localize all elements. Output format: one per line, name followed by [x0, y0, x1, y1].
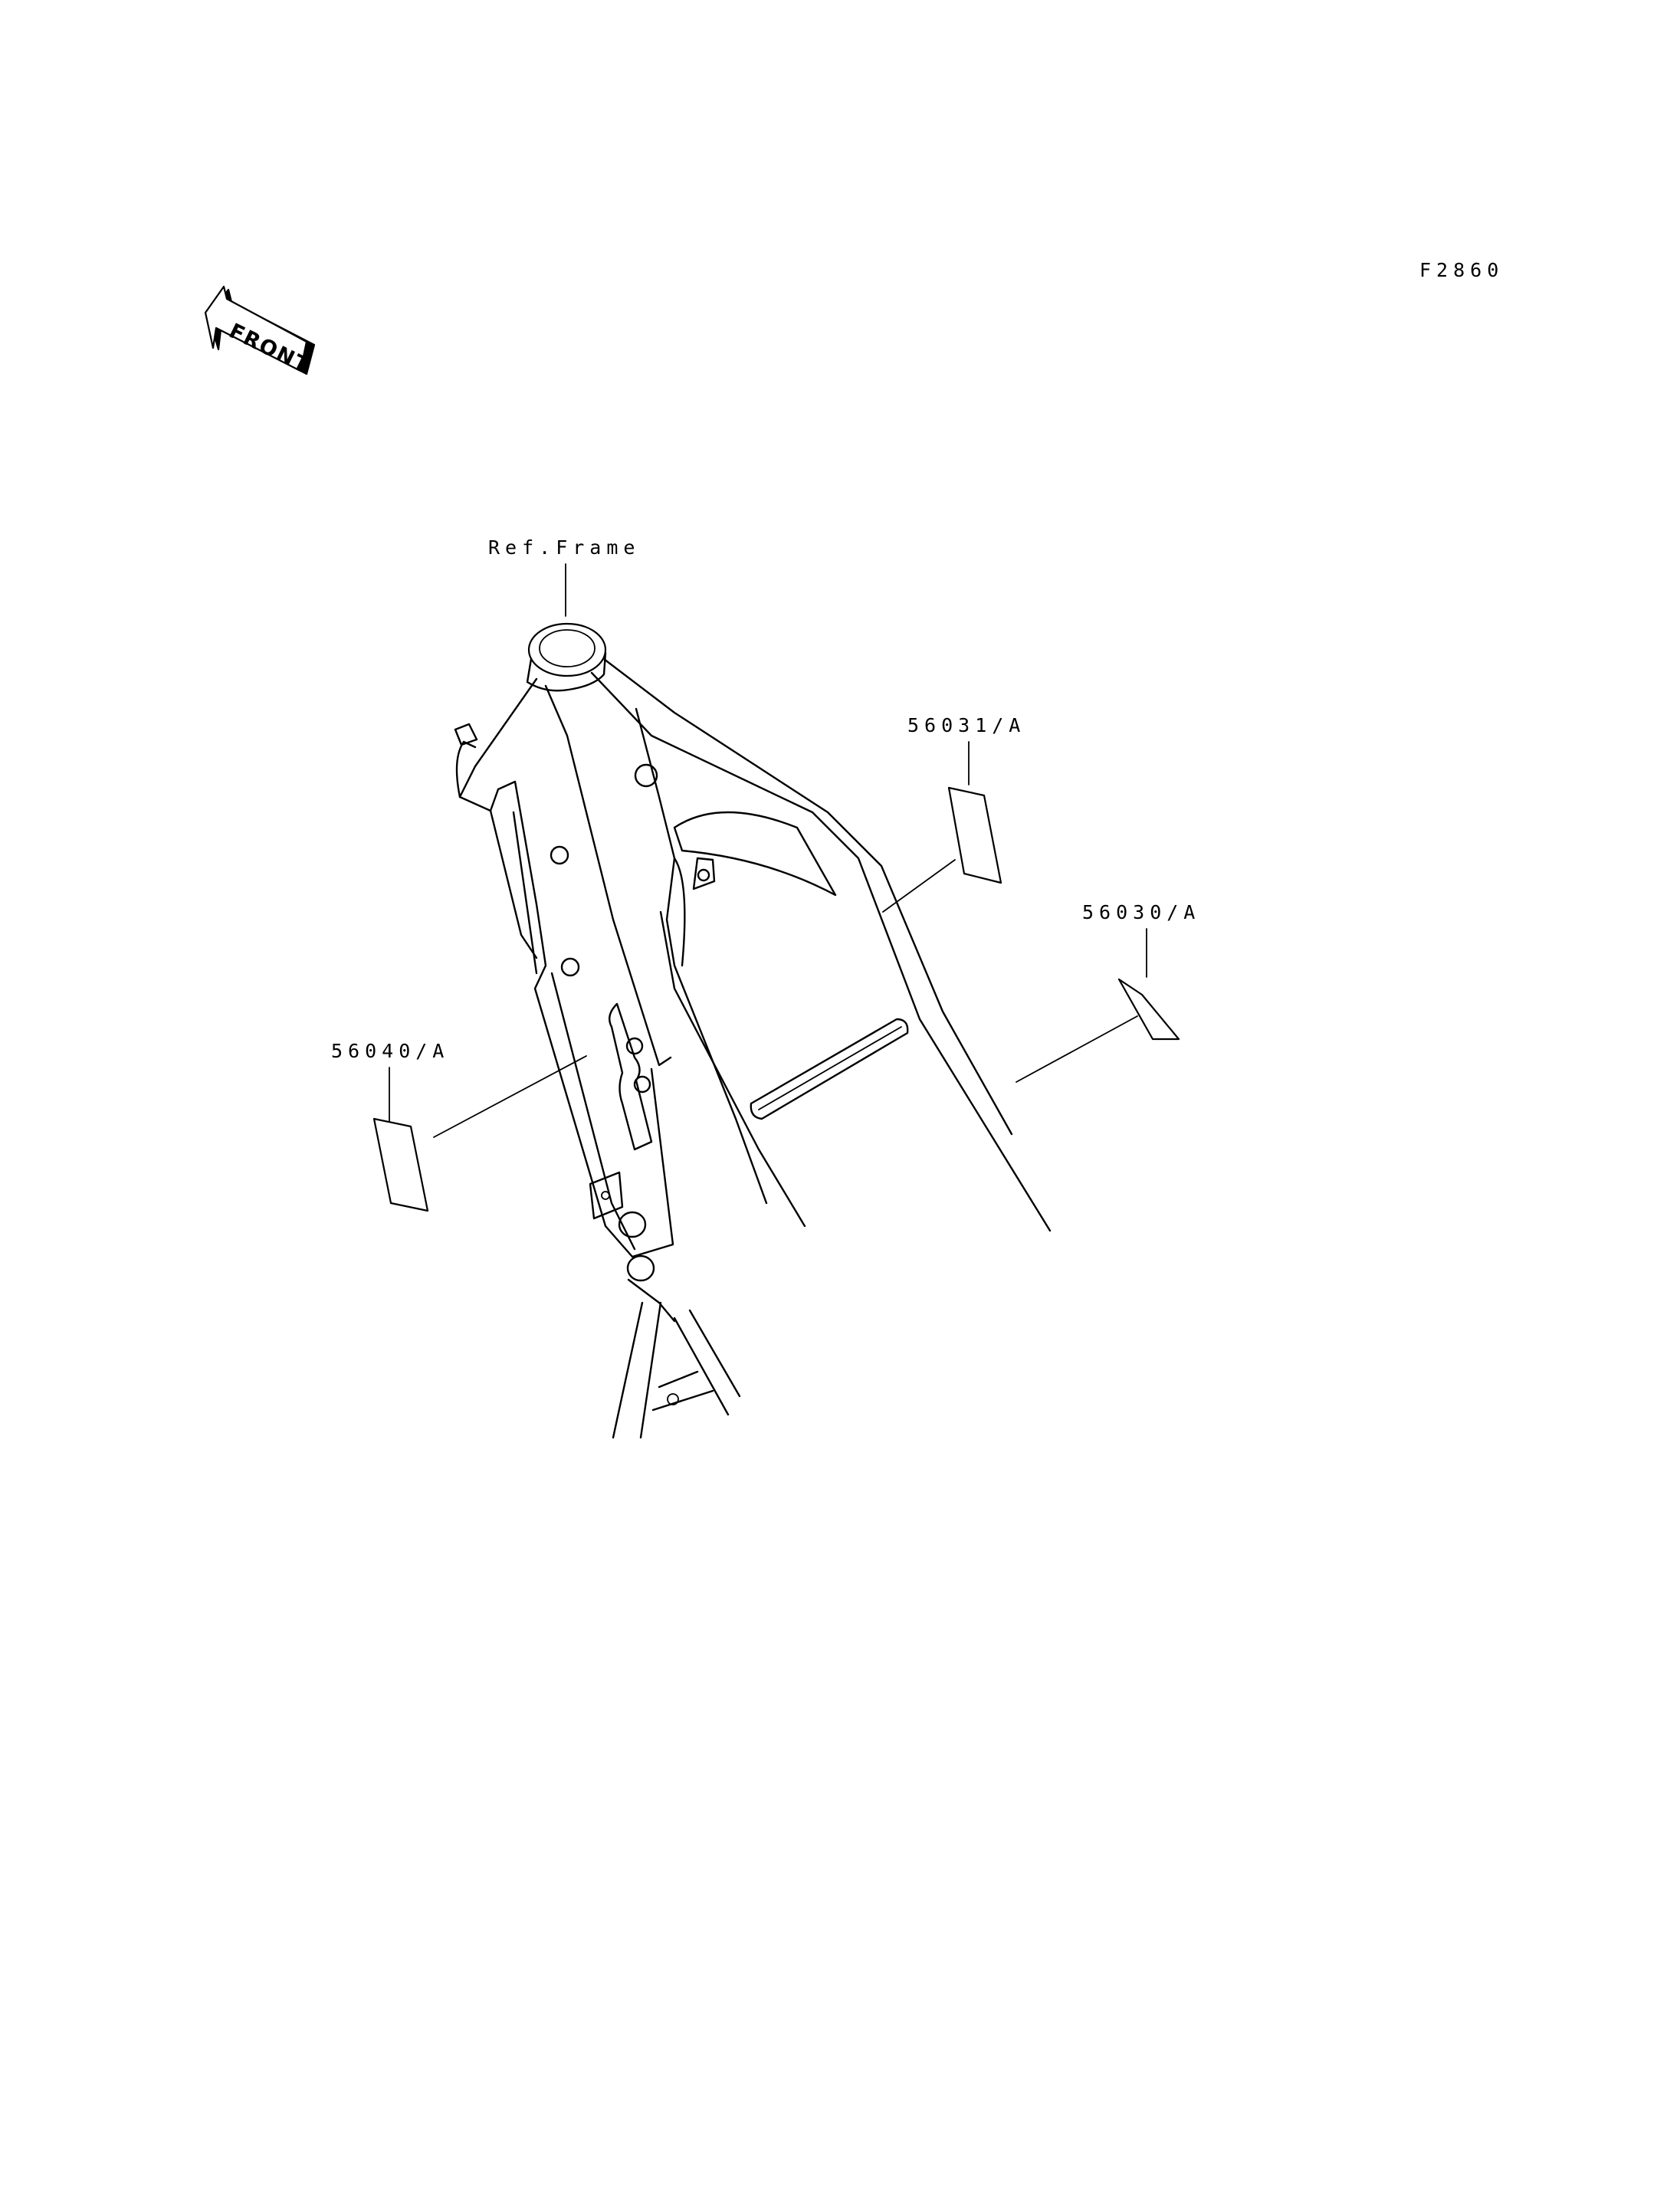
pointer-56030 [1016, 1015, 1138, 1083]
pointer-56031 [882, 859, 956, 913]
part-56031[interactable]: 56031/A [882, 714, 1025, 913]
label-decal-icon [372, 1117, 429, 1212]
part-label-56031[interactable]: 56031/A [907, 714, 1025, 736]
diagram-code: F2860 [1419, 259, 1504, 281]
motorcycle-frame [454, 622, 1052, 1439]
pointer-56040 [433, 1055, 587, 1138]
front-direction-arrow-icon: FRONT [204, 285, 316, 379]
label-decal-icon [1117, 978, 1180, 1041]
part-label-56040[interactable]: 56040/A [331, 1040, 449, 1062]
part-56030[interactable]: 56030/A [1016, 901, 1200, 1083]
part-56040[interactable]: 56040/A [331, 1040, 587, 1212]
part-label-56030[interactable]: 56030/A [1082, 901, 1200, 923]
label-decal-icon [947, 786, 1002, 884]
ref-frame-label: Ref.Frame [488, 536, 640, 559]
